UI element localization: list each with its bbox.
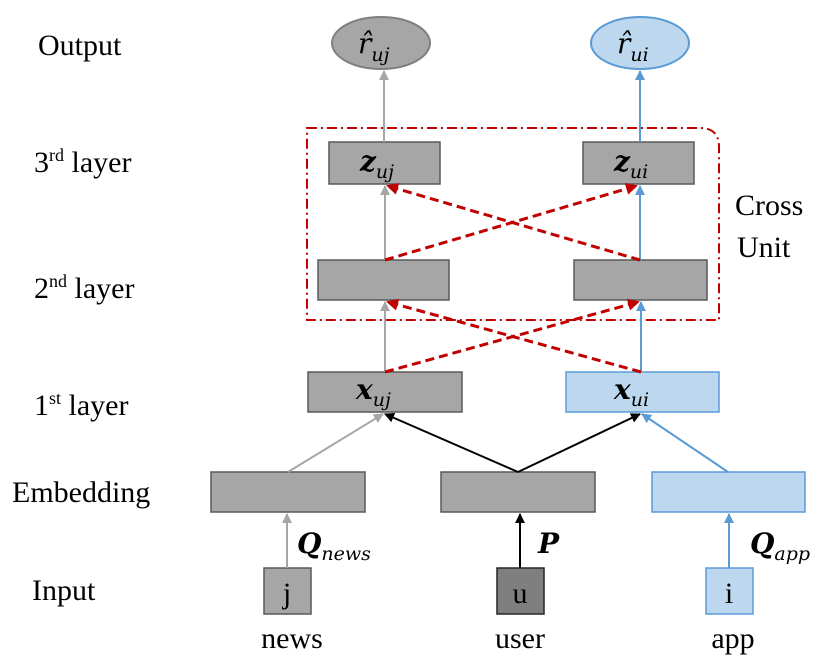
- layer1-node-right: [565, 371, 720, 413]
- output-node-right: [590, 16, 690, 70]
- input-news-node: [263, 567, 312, 615]
- input-user-node: [496, 567, 545, 615]
- edge-label-p: P: [537, 527, 560, 560]
- row-label-output: Output: [38, 29, 122, 62]
- row-label-embedding: Embedding: [12, 476, 150, 509]
- row-label-input: Input: [32, 574, 96, 607]
- arrow-emb-news-to-x-uj: [287, 413, 384, 473]
- edge-label-q-app: Qapp: [750, 527, 810, 565]
- layer1-node-left: [307, 371, 463, 413]
- embedding-app: [651, 471, 806, 513]
- cross-arrow-layer2-right-to-z-uj: [386, 183, 641, 262]
- embedding-news: [210, 471, 366, 513]
- input-user-symbol: u: [513, 577, 528, 610]
- cross-unit-box: [306, 127, 720, 321]
- cross-unit-label-line1: Cross: [735, 189, 803, 222]
- layer3-left-label: zuj: [359, 145, 394, 183]
- arrow-emb-user-to-x-ui: [517, 413, 641, 473]
- input-news-symbol: j: [282, 577, 291, 610]
- arrow-emb-app-to-x-ui: [641, 413, 729, 473]
- output-node-left: [331, 16, 431, 70]
- layer3-node-left: [328, 141, 441, 185]
- layer1-left-label: xuj: [355, 373, 391, 411]
- input-app-symbol: i: [725, 577, 733, 610]
- layer3-node-right: [582, 141, 695, 185]
- layer2-node-left: [317, 259, 450, 301]
- layer3-right-label: zui: [613, 145, 648, 183]
- output-right-label: r̂ui: [617, 27, 649, 66]
- output-left-label: r̂uj: [358, 27, 390, 66]
- embedding-user: [440, 471, 596, 513]
- domain-label-user: user: [495, 622, 545, 655]
- domain-label-app: app: [711, 622, 754, 655]
- arrow-emb-user-to-x-uj: [384, 413, 519, 473]
- row-label-layer3: 3rd layer: [34, 145, 131, 179]
- layer1-right-label: xui: [613, 373, 649, 411]
- row-label-layer2: 2nd layer: [34, 271, 134, 305]
- cross-arrow-x-ui-to-layer2-left: [386, 298, 642, 374]
- cross-unit-label-line2: Unit: [737, 231, 791, 264]
- edge-label-q-news: Qnews: [297, 527, 371, 565]
- row-label-layer1: 1st layer: [34, 388, 128, 422]
- domain-label-news: news: [261, 622, 323, 655]
- layer2-node-right: [573, 259, 708, 301]
